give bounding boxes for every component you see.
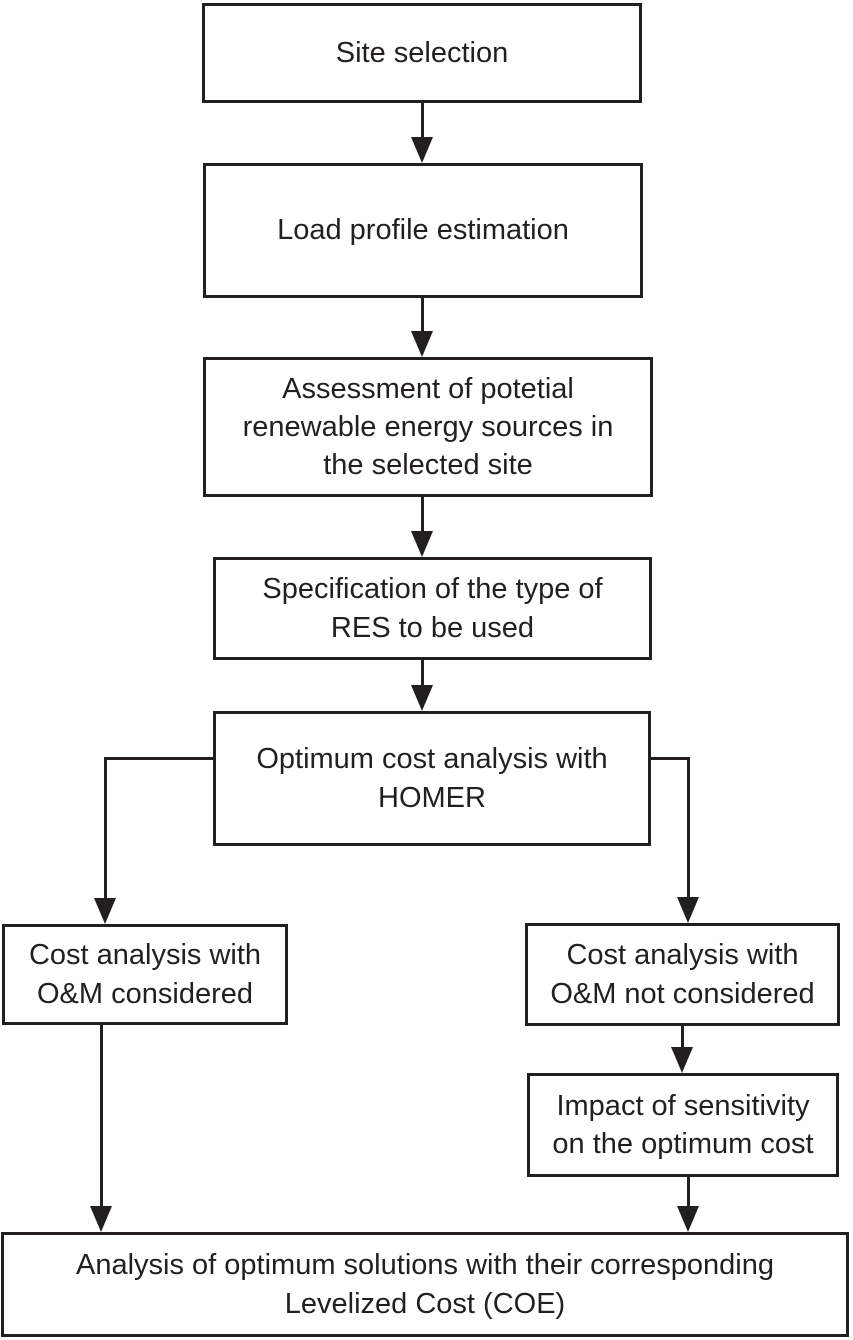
node-site-selection: Site selection [202,3,642,103]
node-specification: Specification of the type of RES to be u… [213,557,652,660]
edge-homer-to-om-not-considered-hline [651,757,690,760]
edge-assessment-to-specification-arrowhead-icon [411,531,433,557]
edge-load-to-assessment-arrowhead-icon [411,331,433,357]
node-assessment: Assessment of potetial renewable energy … [203,357,653,497]
node-sensitivity-impact: Impact of sensitivity on the optimum cos… [527,1073,839,1177]
edge-homer-to-om-not-considered-arrowhead-icon [677,897,699,923]
node-om-considered: Cost analysis with O&M considered [2,924,288,1025]
edge-site-to-load-arrowhead-icon [411,137,433,163]
edge-om-not-considered-to-sensitivity-line [681,1026,684,1049]
edge-homer-to-om-considered-arrowhead-icon [94,898,116,924]
edge-homer-to-om-considered-vline [104,757,107,900]
node-load-profile: Load profile estimation [203,163,643,298]
edge-specification-to-homer-arrowhead-icon [411,685,433,711]
node-final-analysis: Analysis of optimum solutions with their… [1,1232,849,1337]
edge-site-to-load-line [421,103,424,139]
edge-sensitivity-to-final-line [687,1177,690,1208]
edge-assessment-to-specification-line [421,497,424,533]
edge-homer-to-om-considered-hline [104,757,214,760]
edge-om-considered-to-final-arrowhead-icon [90,1206,112,1232]
node-om-not-considered: Cost analysis with O&M not considered [525,923,840,1026]
edge-specification-to-homer-line [421,660,424,687]
edge-homer-to-om-not-considered-vline [687,757,690,898]
edge-load-to-assessment-line [421,298,424,334]
edge-om-considered-to-final-line [100,1025,103,1208]
edge-sensitivity-to-final-arrowhead-icon [677,1206,699,1232]
edge-om-not-considered-to-sensitivity-arrowhead-icon [671,1047,693,1073]
node-homer-analysis: Optimum cost analysis with HOMER [213,711,651,846]
